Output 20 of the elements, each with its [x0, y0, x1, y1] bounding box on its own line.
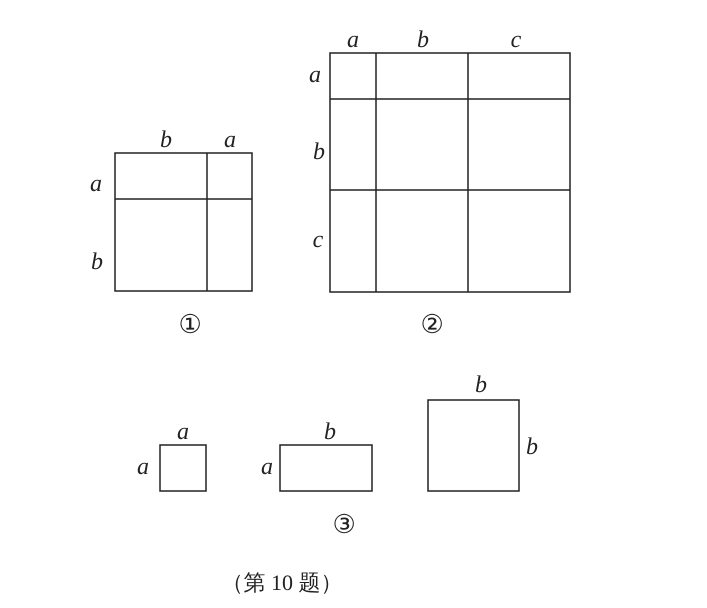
side-length-label: b	[160, 128, 172, 152]
side-length-label: b	[313, 140, 325, 164]
side-length-label: a	[347, 28, 359, 52]
side-length-label: a	[90, 172, 102, 196]
side-length-label: c	[312, 228, 324, 252]
side-length-label: c	[510, 28, 522, 52]
figure-number: ③	[332, 512, 356, 538]
side-length-label: b	[475, 373, 487, 397]
side-length-label: b	[91, 250, 103, 274]
side-length-label: a	[177, 420, 189, 444]
side-length-label: a	[309, 63, 321, 87]
side-length-label: b	[417, 28, 429, 52]
caption: （第 10 题）	[222, 572, 342, 594]
side-length-label: a	[224, 128, 236, 152]
side-length-label: a	[261, 455, 273, 479]
side-length-label: a	[137, 455, 149, 479]
side-length-label: b	[526, 435, 538, 459]
figure-number: ②	[420, 312, 444, 338]
figure-number: ①	[178, 312, 202, 338]
side-length-label: b	[324, 420, 336, 444]
